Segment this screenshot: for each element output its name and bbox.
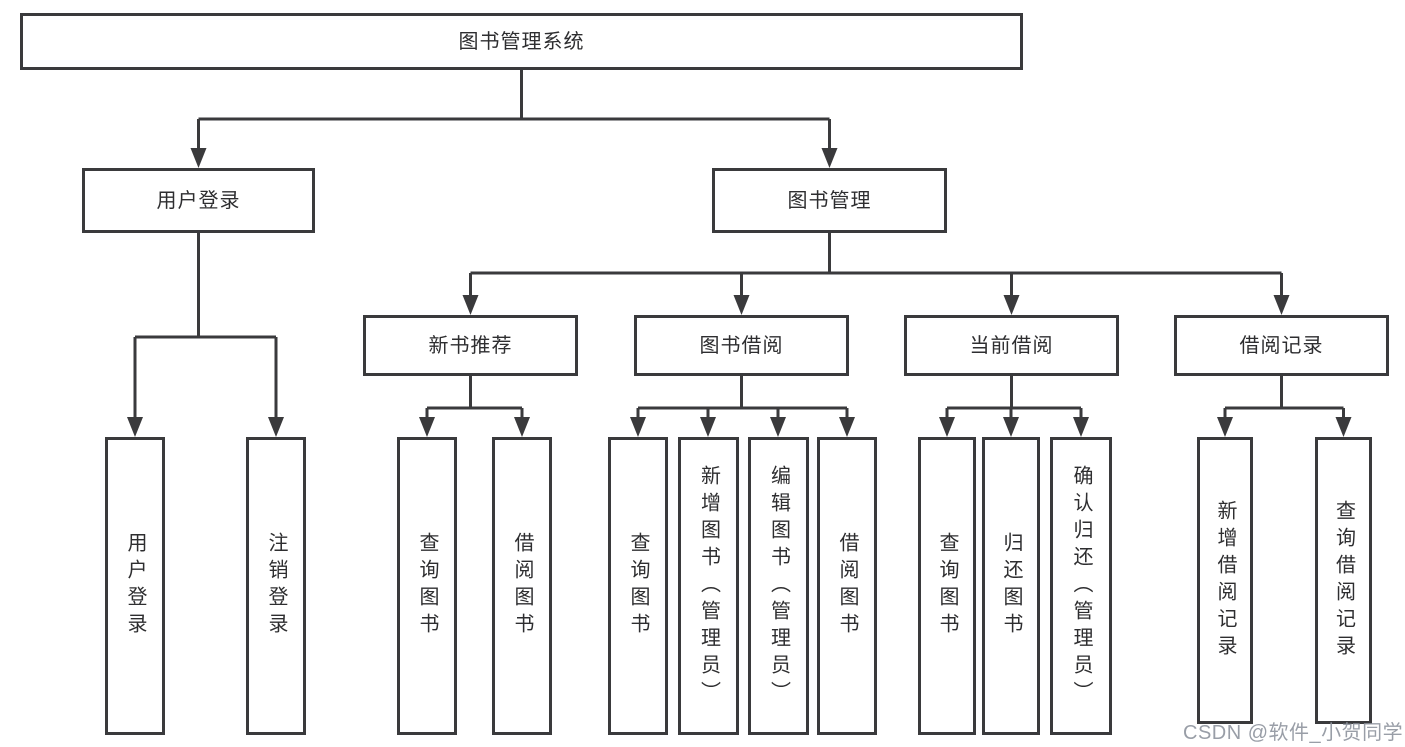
node-label: 当前借阅 xyxy=(969,334,1054,357)
node-label: 查询借阅记录 xyxy=(1332,499,1355,662)
leaf-user-login: 用户登录 xyxy=(105,437,165,735)
node-label: 确认归还（管理员） xyxy=(1070,464,1092,708)
arrowhead xyxy=(1273,295,1290,315)
node-label: 用户登录 xyxy=(156,189,241,212)
arrowhead xyxy=(1335,417,1352,437)
connector-root-to-level2 xyxy=(190,70,838,168)
arrowhead xyxy=(1217,417,1233,437)
leaf-edit-book-admin: 编辑图书（管理员） xyxy=(748,437,809,735)
node-book-management: 图书管理 xyxy=(712,168,947,233)
node-borrow-records: 借阅记录 xyxy=(1174,315,1389,376)
arrowhead xyxy=(733,295,750,315)
arrowhead xyxy=(839,417,855,437)
connector-book-mgmt-to-level3 xyxy=(462,233,1290,315)
node-library-management-system: 图书管理系统 xyxy=(20,13,1023,70)
node-label: 查询图书 xyxy=(627,532,649,640)
node-label: 查询图书 xyxy=(936,532,958,640)
leaf-borrow-books: 借阅图书 xyxy=(817,437,877,735)
leaf-query-books-borrow: 查询图书 xyxy=(608,437,668,735)
node-user-login: 用户登录 xyxy=(82,168,315,233)
leaf-confirm-return-admin: 确认归还（管理员） xyxy=(1050,437,1112,735)
leaf-return-books: 归还图书 xyxy=(982,437,1040,735)
leaf-query-books-recommend: 查询图书 xyxy=(397,437,457,735)
connector-new-book-recommend-to-leaves xyxy=(419,376,530,437)
connector-book-borrow-to-leaves xyxy=(630,376,855,437)
arrowhead xyxy=(770,417,786,437)
node-label: 图书借阅 xyxy=(699,334,784,357)
arrowhead xyxy=(630,417,646,437)
node-label: 借阅图书 xyxy=(511,532,533,640)
arrowhead xyxy=(1003,417,1019,437)
node-label: 归还图书 xyxy=(1000,532,1022,640)
arrowhead xyxy=(127,417,143,437)
node-label: 图书管理系统 xyxy=(458,30,585,53)
arrowhead xyxy=(268,417,284,437)
node-label: 借阅记录 xyxy=(1239,334,1324,357)
connector-user-login-to-leaves xyxy=(127,233,284,437)
leaf-borrow-books-recommend: 借阅图书 xyxy=(492,437,552,735)
arrowhead xyxy=(1073,417,1089,437)
arrowhead xyxy=(190,148,207,168)
node-book-borrow: 图书借阅 xyxy=(634,315,849,376)
node-label: 新增借阅记录 xyxy=(1214,499,1236,662)
node-new-book-recommend: 新书推荐 xyxy=(363,315,578,376)
leaf-add-book-admin: 新增图书（管理员） xyxy=(678,437,739,735)
leaf-query-books-current: 查询图书 xyxy=(918,437,976,735)
node-current-borrow: 当前借阅 xyxy=(904,315,1119,376)
arrowhead xyxy=(514,417,530,437)
arrowhead xyxy=(821,148,838,168)
node-label: 新书推荐 xyxy=(428,334,513,357)
arrowhead xyxy=(700,417,716,437)
leaf-logout: 注销登录 xyxy=(246,437,306,735)
arrowhead xyxy=(1003,295,1020,315)
node-label: 编辑图书（管理员） xyxy=(767,464,790,708)
node-label: 查询图书 xyxy=(416,532,438,640)
node-label: 用户登录 xyxy=(124,532,146,640)
arrowhead xyxy=(939,417,955,437)
arrowhead xyxy=(419,417,435,437)
node-label: 注销登录 xyxy=(265,532,287,640)
node-label: 新增图书（管理员） xyxy=(697,464,720,708)
leaf-query-borrow-record: 查询借阅记录 xyxy=(1315,437,1372,724)
arrowhead xyxy=(462,295,479,315)
connector-borrow-records-to-leaves xyxy=(1217,376,1352,437)
node-label: 图书管理 xyxy=(787,189,872,212)
csdn-watermark: CSDN @软件_小贺同学 xyxy=(1183,722,1404,744)
connector-current-borrow-to-leaves xyxy=(939,376,1089,437)
leaf-add-borrow-record: 新增借阅记录 xyxy=(1197,437,1253,724)
node-label: 借阅图书 xyxy=(836,532,858,640)
